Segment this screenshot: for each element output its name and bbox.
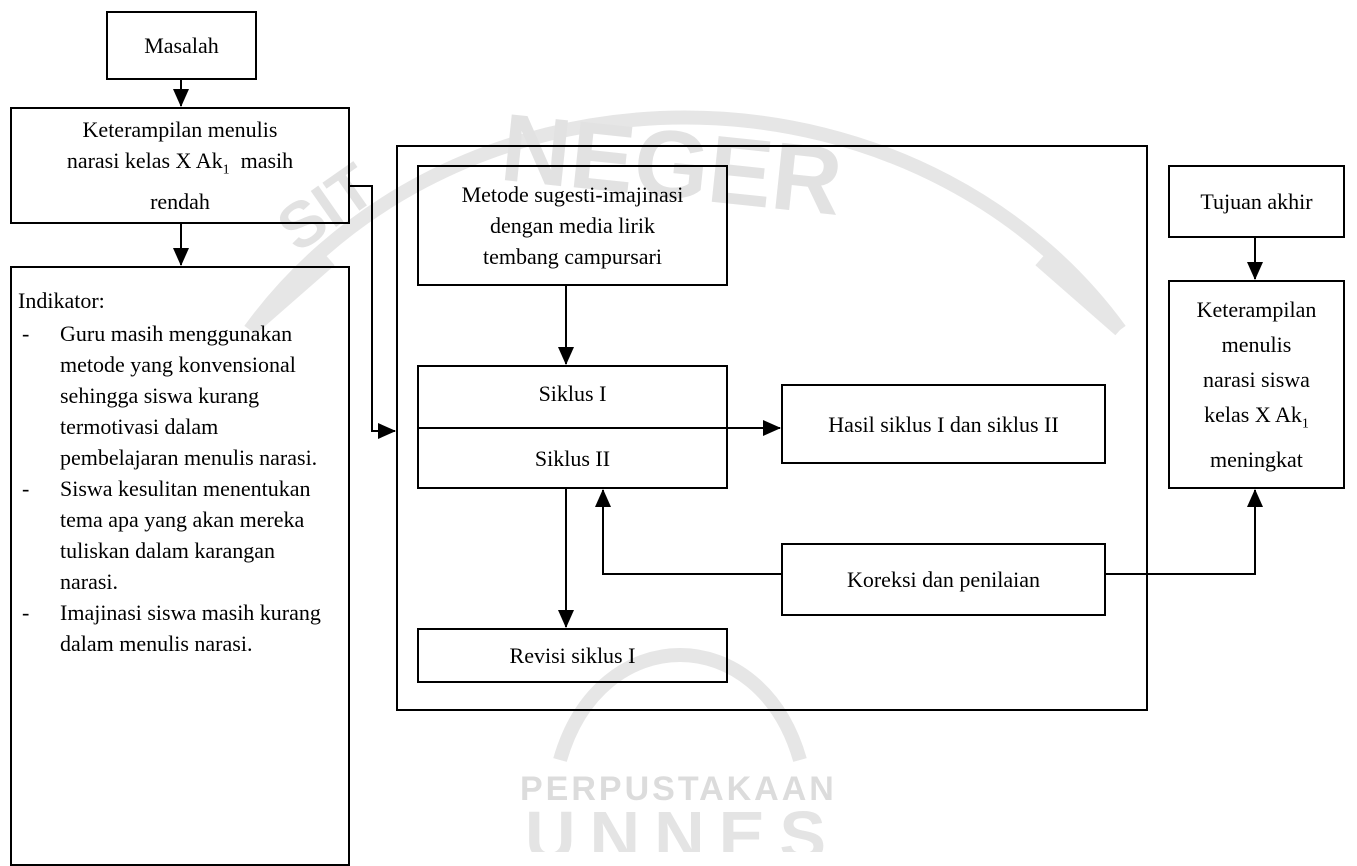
node-metode-line2: dengan media lirik	[490, 213, 655, 238]
node-masalah: Masalah	[106, 11, 257, 80]
indikator-item: Imajinasi siswa masih kurang dalam menul…	[18, 597, 328, 659]
node-hasil: Hasil siklus I dan siklus II	[781, 384, 1106, 464]
node-metode-line3: tembang campursari	[482, 244, 662, 269]
process-container	[396, 145, 1148, 711]
indikator-item: Guru masih menggunakan metode yang konve…	[18, 318, 328, 473]
node-metode: Metode sugesti-imajinasi dengan media li…	[417, 165, 728, 286]
node-meningkat-line4: kelas X Ak1	[1204, 402, 1309, 432]
indikator-title: Indikator:	[18, 288, 105, 313]
node-tujuan-label: Tujuan akhir	[1200, 189, 1313, 214]
node-meningkat-line2: menulis	[1221, 332, 1292, 358]
watermark-bottom-text: PERPUSTAKAAN	[520, 770, 837, 808]
node-hasil-label: Hasil siklus I dan siklus II	[828, 411, 1059, 437]
node-meningkat-line5: meningkat	[1210, 446, 1303, 472]
node-meningkat-line3: narasi siswa	[1203, 367, 1310, 393]
node-keterampilan-meningkat: Keterampilan menulis narasi siswa kelas …	[1168, 280, 1345, 489]
node-keterampilan-rendah-line3: rendah	[150, 188, 210, 214]
watermark-bottom-text-2: UNNES	[525, 797, 840, 852]
node-revisi: Revisi siklus I	[417, 628, 728, 683]
node-keterampilan-rendah: Keterampilan menulis narasi kelas X Ak1 …	[10, 107, 350, 224]
node-metode-line1: Metode sugesti-imajinasi	[461, 182, 684, 207]
node-koreksi-label: Koreksi dan penilaian	[846, 567, 1041, 592]
indikator-list: Guru masih menggunakan metode yang konve…	[18, 318, 328, 659]
indikator-item: Siswa kesulitan menentukan tema apa yang…	[18, 473, 328, 597]
node-masalah-label: Masalah	[144, 33, 219, 58]
node-tujuan: Tujuan akhir	[1168, 165, 1345, 238]
node-siklus-1-label: Siklus I	[538, 381, 607, 406]
node-siklus-2-label: Siklus II	[534, 446, 611, 471]
node-meningkat-line1: Keterampilan	[1196, 297, 1317, 323]
node-koreksi: Koreksi dan penilaian	[781, 543, 1106, 616]
node-revisi-label: Revisi siklus I	[509, 643, 636, 668]
node-indikator: Indikator: Guru masih menggunakan metode…	[10, 266, 350, 866]
node-keterampilan-rendah-line2: narasi kelas X Ak1 masih	[66, 148, 294, 178]
node-keterampilan-rendah-line1: Keterampilan menulis	[82, 117, 278, 143]
